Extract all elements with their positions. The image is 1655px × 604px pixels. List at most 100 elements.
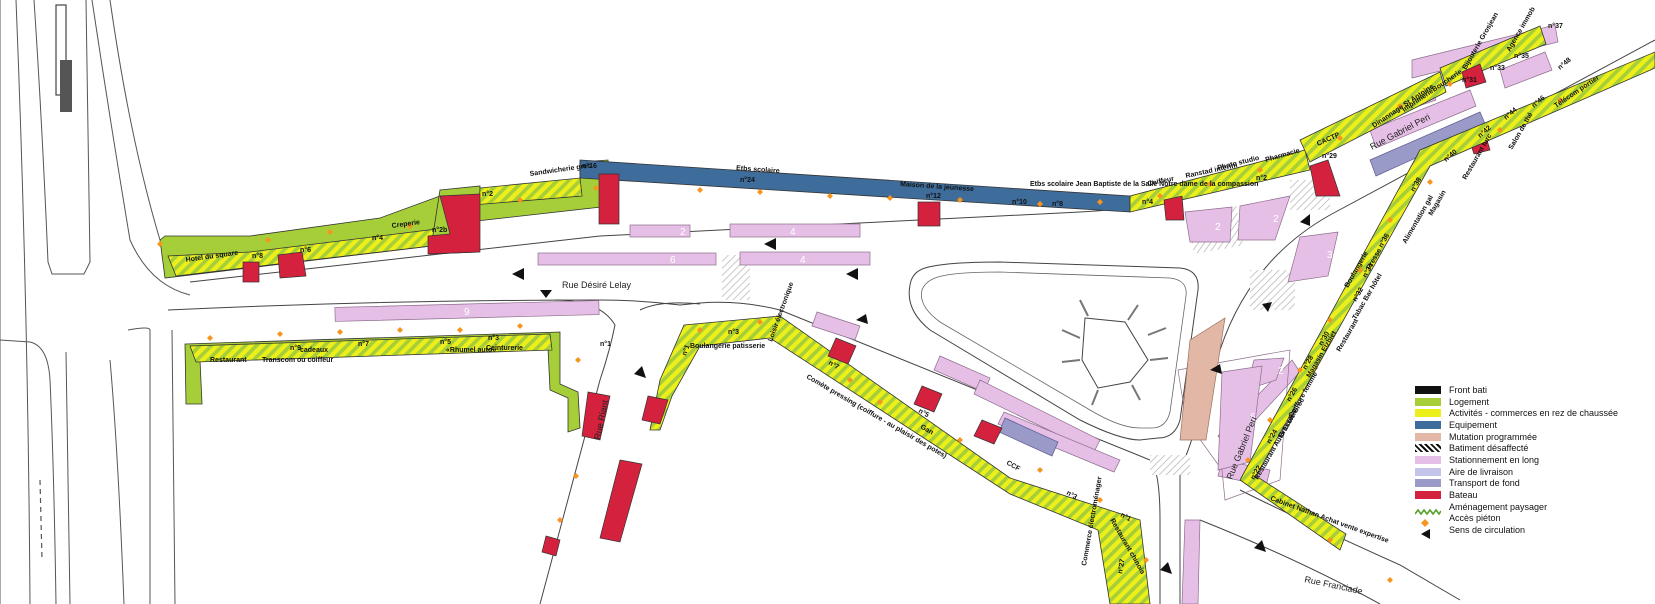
legend-label: Equipement bbox=[1449, 419, 1498, 430]
pedestrian-access-icon bbox=[407, 223, 413, 229]
svg-text:4: 4 bbox=[790, 227, 796, 238]
pedestrian-access-icon bbox=[1157, 193, 1163, 199]
pedestrian-access-icon bbox=[1357, 267, 1363, 273]
legend-swatch bbox=[1415, 409, 1441, 418]
legend-label: Front bati bbox=[1449, 384, 1488, 395]
legend-label: Accès piéton bbox=[1449, 513, 1501, 524]
svg-text:n°2: n°2 bbox=[482, 190, 493, 198]
legend-swatch bbox=[1415, 491, 1441, 500]
pedestrian-access-icon bbox=[1427, 179, 1433, 185]
pedestrian-access-icon bbox=[1397, 103, 1403, 109]
boulevard bbox=[0, 0, 191, 604]
mutation-zone bbox=[1179, 317, 1226, 441]
svg-text:n°16: n°16 bbox=[582, 162, 597, 170]
parking-numbers: 2 4 6 4 9 2 2 3 5 2 4 6 2 bbox=[464, 87, 1456, 423]
svg-text:n°3: n°3 bbox=[728, 328, 739, 336]
pedestrian-access-icon bbox=[957, 197, 963, 203]
svg-text:n°27: n°27 bbox=[1116, 558, 1126, 574]
svg-text:2: 2 bbox=[1273, 214, 1279, 225]
legend-item: Accès piéton bbox=[1415, 513, 1655, 528]
pedestrian-access-icon bbox=[1557, 97, 1563, 103]
pedestrian-access-icon bbox=[593, 185, 599, 191]
svg-text:n°8: n°8 bbox=[1052, 200, 1063, 208]
svg-text:n°1: n°1 bbox=[680, 344, 691, 357]
legend-swatch bbox=[1415, 455, 1441, 464]
svg-text:Creperie: Creperie bbox=[391, 219, 420, 230]
svg-text:n°29: n°29 bbox=[1322, 152, 1337, 160]
south-numbers: n°9 n°7 n°5 n°3 n°1 n°1 n°3 n°7 n°5 n°3 … bbox=[290, 328, 1133, 574]
svg-text:n°2: n°2 bbox=[1256, 174, 1267, 182]
pedestrian-access-icon bbox=[757, 189, 763, 195]
legend-label: Stationnement en long bbox=[1449, 454, 1540, 465]
svg-text:n°33: n°33 bbox=[1490, 64, 1505, 72]
legend-swatch bbox=[1415, 467, 1441, 476]
pedestrian-access-icon bbox=[573, 473, 579, 479]
pedestrian-access-icon bbox=[575, 357, 581, 363]
legend-label: Activités - commerces en rez de chaussée bbox=[1449, 408, 1619, 419]
svg-text:n°9: n°9 bbox=[290, 344, 301, 352]
pedestrian-access-icon bbox=[1337, 135, 1343, 141]
svg-text:2: 2 bbox=[1278, 366, 1284, 377]
pedestrian-access-icon bbox=[1387, 217, 1393, 223]
svg-text:n°37: n°37 bbox=[1548, 22, 1563, 30]
pedestrian-access-icon bbox=[957, 437, 963, 443]
pedestrian-access-icon bbox=[877, 399, 883, 405]
svg-text:n°2b: n°2b bbox=[432, 226, 447, 234]
legend-item: Logement bbox=[1415, 396, 1655, 408]
pedestrian-access-icon bbox=[1143, 557, 1149, 563]
svg-text:Ceinturerie: Ceinturerie bbox=[486, 345, 523, 352]
svg-text:n°31: n°31 bbox=[1462, 76, 1477, 84]
svg-text:3: 3 bbox=[1327, 250, 1333, 261]
pedestrian-access-icon bbox=[397, 327, 403, 333]
central-island bbox=[908, 261, 1199, 441]
svg-text:n°3: n°3 bbox=[488, 334, 499, 342]
svg-text:Transcom ou coiffeur: Transcom ou coiffeur bbox=[262, 357, 333, 364]
svg-text:n°7: n°7 bbox=[358, 340, 369, 348]
pedestrian-access-icon bbox=[1447, 81, 1453, 87]
svg-text:Restaurant: Restaurant bbox=[210, 357, 247, 364]
svg-text:n°6: n°6 bbox=[300, 246, 311, 254]
svg-text:9: 9 bbox=[464, 307, 470, 318]
legend-label: Batiment désaffecté bbox=[1449, 443, 1529, 454]
street-desire-lelay: Rue Désiré Lelay bbox=[562, 280, 632, 290]
pedestrian-access-icon bbox=[1037, 201, 1043, 207]
pedestrian-access-icon bbox=[1497, 127, 1503, 133]
svg-text:6: 6 bbox=[1250, 412, 1256, 423]
legend-swatch bbox=[1415, 420, 1441, 429]
svg-text:n°4: n°4 bbox=[1142, 198, 1153, 206]
legend-item: Bateau bbox=[1415, 489, 1655, 501]
pedestrian-access-icon bbox=[517, 323, 523, 329]
legend-swatch bbox=[1415, 514, 1441, 528]
svg-text:Boulangerie patisserie: Boulangerie patisserie bbox=[690, 343, 765, 350]
legend-label: Logement bbox=[1449, 396, 1490, 407]
svg-text:n°1: n°1 bbox=[600, 340, 611, 348]
svg-text:«Rhumel auto»: «Rhumel auto» bbox=[446, 347, 496, 354]
legend-label: Sens de circulation bbox=[1449, 525, 1526, 536]
legend-swatch bbox=[1415, 526, 1441, 540]
legend-label: Aire de livraison bbox=[1449, 466, 1514, 477]
pedestrian-access-icon bbox=[277, 331, 283, 337]
pedestrian-access-icon bbox=[517, 197, 523, 203]
pedestrian-access-icon bbox=[557, 517, 563, 523]
pedestrian-access-icon bbox=[1387, 577, 1393, 583]
pedestrian-access-icon bbox=[327, 229, 333, 235]
north-numbers: n°8 n°6 n°4 n°2b n°2 n°16 n°24 n°12 n°10… bbox=[252, 22, 1563, 260]
legend-swatch bbox=[1415, 385, 1441, 394]
legend-swatch bbox=[1415, 444, 1441, 453]
svg-text:4: 4 bbox=[800, 255, 806, 266]
pedestrian-access-icon bbox=[265, 237, 271, 243]
pedestrian-access-icon bbox=[697, 327, 703, 333]
pedestrian-access-icon bbox=[757, 319, 763, 325]
svg-text:n°35: n°35 bbox=[1514, 52, 1529, 60]
pedestrian-access-icon bbox=[1097, 497, 1103, 503]
pedestrian-access-icon bbox=[157, 241, 163, 247]
legend-item: Stationnement en long bbox=[1415, 454, 1655, 466]
pedestrian-access-icon bbox=[1257, 167, 1263, 173]
pedestrian-access-icon bbox=[1327, 317, 1333, 323]
svg-text:n°48: n°48 bbox=[1556, 56, 1573, 72]
pedestrian-access-icon bbox=[1037, 467, 1043, 473]
svg-text:6: 6 bbox=[670, 255, 676, 266]
legend-label: Transport de fond bbox=[1449, 478, 1520, 489]
